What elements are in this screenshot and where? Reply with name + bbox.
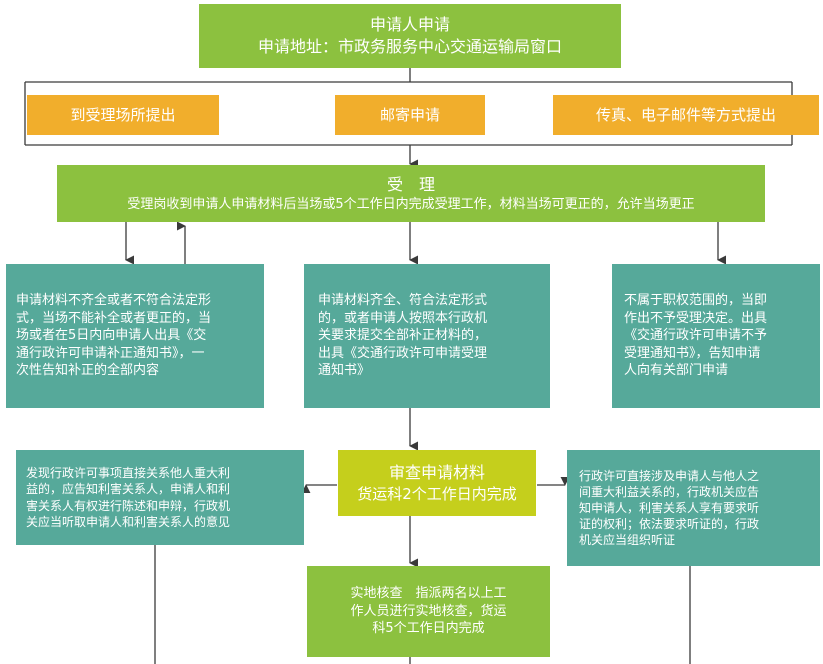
accept-box: 受 理 受理岗收到申请人申请材料后当场或5个工作日内完成受理工作，材料当场可更正… bbox=[57, 165, 765, 222]
reject-line-5: 人向有关部门申请 bbox=[624, 363, 729, 379]
hearing-left-line-1: 发现行政许可事项直接关系他人重大利 bbox=[26, 466, 231, 481]
complete-box: 申请材料齐全、符合法定形式 的，或者申请人按照本行政机 关要求提交全部补正材料的… bbox=[304, 264, 550, 408]
apply-box: 申请人申请 申请地址：市政务服务中心交通运输局窗口 bbox=[199, 4, 621, 68]
incomplete-line-3: 场或者在5日内向申请人出具《交 bbox=[16, 328, 207, 344]
complete-line-5: 通知书》 bbox=[318, 363, 371, 379]
apply-title: 申请人申请 bbox=[369, 15, 450, 35]
accept-desc: 受理岗收到申请人申请材料后当场或5个工作日内完成受理工作，材料当场可更正的，允许… bbox=[127, 196, 695, 212]
reject-line-2: 作出不予受理决定。出具 bbox=[624, 310, 768, 326]
hearing-right-line-1: 行政许可直接涉及申请人与他人之 bbox=[579, 468, 760, 483]
hearing-left-box: 发现行政许可事项直接关系他人重大利 益的，应告知利害关系人，申请人和利 害关系人… bbox=[16, 450, 304, 545]
hearing-left-line-3: 害关系人有权进行陈述和申辩，行政机 bbox=[26, 498, 231, 513]
incomplete-line-2: 式，当场不能补全或者更正的，当 bbox=[16, 310, 212, 326]
incomplete-line-1: 申请材料不齐全或者不符合法定形 bbox=[16, 293, 212, 309]
incomplete-box: 申请材料不齐全或者不符合法定形 式，当场不能补全或者更正的，当 场或者在5日内向… bbox=[6, 264, 264, 408]
hearing-left-line-2: 益的，应告知利害关系人，申请人和利 bbox=[26, 482, 231, 497]
hearing-right-box: 行政许可直接涉及申请人与他人之 间重大利益关系的，行政机关应告 知申请人，利害关… bbox=[567, 450, 820, 566]
review-title: 审查申请材料 bbox=[388, 463, 485, 483]
channel-mail-label: 邮寄申请 bbox=[379, 105, 440, 124]
channel-onsite-label: 到受理场所提出 bbox=[70, 105, 176, 124]
channel-bracket bbox=[24, 68, 793, 146]
complete-line-4: 出具《交通行政许可申请受理 bbox=[318, 345, 488, 361]
hearing-right-line-3: 知申请人，利害关系人享有要求听 bbox=[579, 500, 760, 515]
channel-fax-email-label: 传真、电子邮件等方式提出 bbox=[595, 105, 776, 124]
reject-line-4: 受理通知书》，告知申请 bbox=[624, 345, 761, 361]
complete-line-2: 的，或者申请人按照本行政机 bbox=[318, 310, 488, 326]
reject-box: 不属于职权范围的，当即 作出不予受理决定。出具 《交通行政许可申请不予 受理通知… bbox=[612, 264, 820, 408]
channel-fax-email-box: 传真、电子邮件等方式提出 bbox=[553, 95, 819, 135]
hearing-right-line-4: 证的权利；依法要求听证的，行政 bbox=[579, 517, 760, 532]
inspect-line-3: 科5个工作日内完成 bbox=[372, 621, 485, 637]
inspect-line-1: 实地核查 指派两名以上工 bbox=[350, 586, 507, 602]
channel-onsite-box: 到受理场所提出 bbox=[27, 95, 219, 135]
hearing-left-line-4: 关应当听取申请人和利害关系人的意见 bbox=[26, 514, 231, 529]
apply-subtitle: 申请地址：市政务服务中心交通运输局窗口 bbox=[257, 37, 562, 56]
reject-line-3: 《交通行政许可申请不予 bbox=[624, 328, 768, 344]
incomplete-line-5: 次性告知补正的全部内容 bbox=[16, 363, 160, 379]
hearing-right-line-2: 间重大利益关系的，行政机关应告 bbox=[579, 484, 760, 499]
review-box: 审查申请材料 货运科2个工作日内完成 bbox=[338, 450, 536, 516]
inspect-line-2: 作人员进行实地核查，货运 bbox=[350, 603, 507, 619]
review-desc: 货运科2个工作日内完成 bbox=[357, 484, 517, 503]
accept-title: 受 理 bbox=[386, 174, 435, 194]
inspect-box: 实地核查 指派两名以上工 作人员进行实地核查，货运 科5个工作日内完成 bbox=[307, 566, 550, 657]
reject-line-1: 不属于职权范围的，当即 bbox=[624, 293, 768, 309]
hearing-right-line-5: 机关应当组织听证 bbox=[579, 533, 676, 548]
complete-line-1: 申请材料齐全、符合法定形式 bbox=[318, 293, 488, 309]
incomplete-line-4: 通行政许可申请补正通知书》，一 bbox=[16, 345, 205, 361]
complete-line-3: 关要求提交全部补正材料的， bbox=[318, 328, 488, 344]
channel-mail-box: 邮寄申请 bbox=[335, 95, 485, 135]
